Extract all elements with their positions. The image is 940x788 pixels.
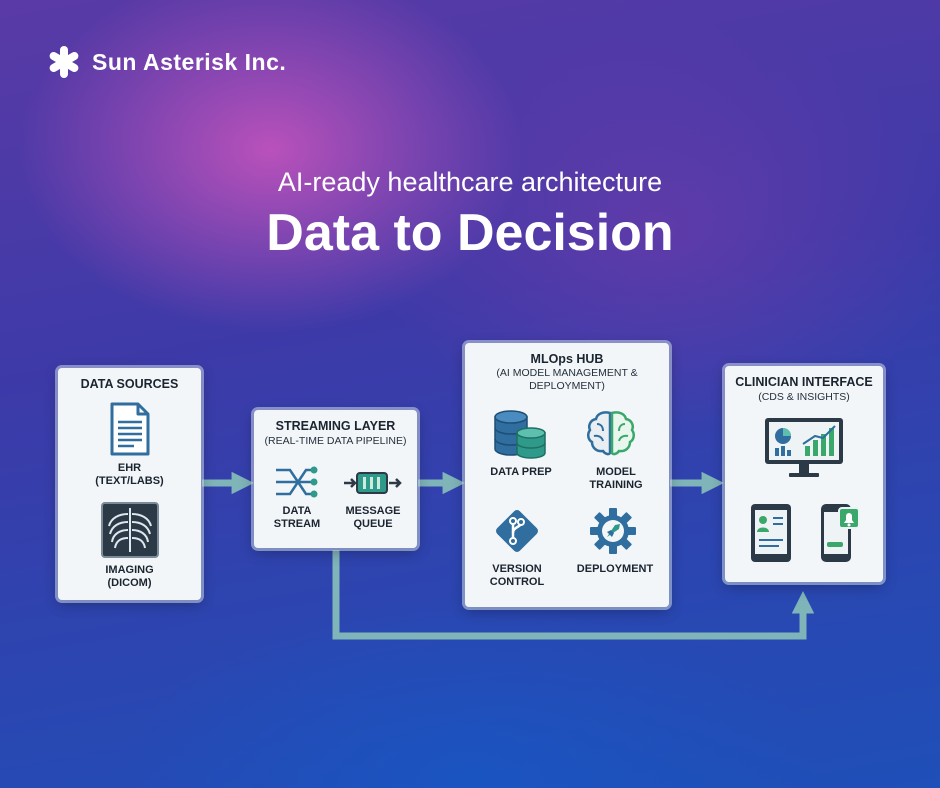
model-training-label: MODEL TRAINING xyxy=(589,466,643,491)
data-prep-label: DATA PREP xyxy=(490,466,552,478)
dashboard-monitor-icon xyxy=(765,418,843,477)
brand: Sun Asterisk Inc. xyxy=(46,44,286,80)
clinician-subtitle: (CDS & INSIGHTS) xyxy=(758,391,850,403)
brand-name: Sun Asterisk Inc. xyxy=(92,48,287,75)
page-title: Data to Decision xyxy=(266,204,674,262)
page-subtitle: AI-ready healthcare architecture xyxy=(277,167,663,197)
phone-alert-icon xyxy=(821,504,860,562)
arrow-bypass-streaming-to-clinician xyxy=(332,550,815,640)
version-control-label: VERSION CONTROL xyxy=(489,563,545,588)
streaming-layer-card: STREAMING LAYER (REAL-TIME DATA PIPELINE… xyxy=(254,410,417,548)
tablet-profile-icon xyxy=(751,504,791,562)
deployment-label: DEPLOYMENT xyxy=(576,563,654,575)
clinician-interface-card: CLINICIAN INTERFACE (CDS & INSIGHTS) xyxy=(725,366,883,582)
message-queue-icon xyxy=(344,472,402,494)
document-icon xyxy=(110,402,150,456)
brain-icon xyxy=(587,411,635,456)
streaming-title: STREAMING LAYER xyxy=(275,419,396,433)
asterisk-logo-icon xyxy=(49,46,79,78)
data-stream-label: DATA STREAM xyxy=(273,505,321,530)
git-branch-icon xyxy=(496,510,538,552)
mlops-hub-card: MLOps HUB (AI MODEL MANAGEMENT & DEPLOYM… xyxy=(465,343,669,607)
mlops-subtitle: (AI MODEL MANAGEMENT & DEPLOYMENT) xyxy=(496,367,638,392)
message-queue-label: MESSAGE QUEUE xyxy=(345,505,401,530)
ehr-label: EHR (TEXT/LABS) xyxy=(95,462,164,487)
data-stream-icon xyxy=(276,466,318,498)
mlops-title: MLOps HUB xyxy=(530,352,604,366)
imaging-label: IMAGING (DICOM) xyxy=(105,564,154,589)
xray-icon xyxy=(101,502,159,558)
clinician-title: CLINICIAN INTERFACE xyxy=(735,375,873,389)
gear-rocket-icon xyxy=(590,508,636,554)
data-sources-title: DATA SOURCES xyxy=(80,377,179,391)
database-icon xyxy=(494,410,546,459)
streaming-subtitle: (REAL-TIME DATA PIPELINE) xyxy=(264,435,407,447)
data-sources-card: DATA SOURCES EHR (TEXT/LABS) IMAGING (DI… xyxy=(58,368,201,600)
